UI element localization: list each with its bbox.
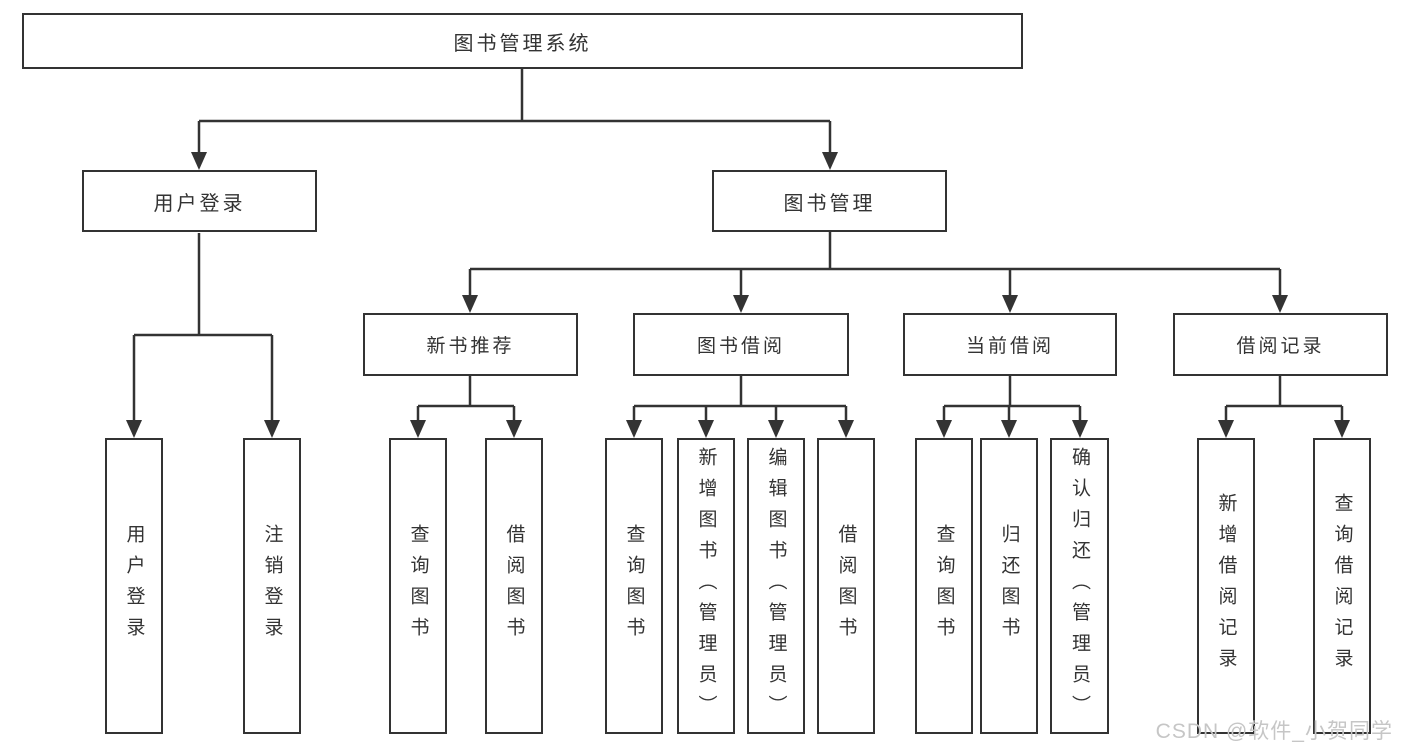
arrowhead-icon xyxy=(1272,295,1288,313)
arrowhead-icon xyxy=(1218,420,1234,438)
node-borrow-records-label: 借阅记录 xyxy=(1236,336,1325,357)
node-book-management: 图书管理 xyxy=(712,170,947,232)
leaf-borrow-books-2-label: 借阅图书 xyxy=(835,524,857,648)
leaf-add-books-admin: 新增图书（管理员） xyxy=(677,438,735,734)
leaf-query-borrow-record: 查询借阅记录 xyxy=(1313,438,1371,734)
node-book-borrow: 图书借阅 xyxy=(633,313,849,376)
arrowhead-icon xyxy=(1001,420,1017,438)
leaf-user-login-label: 用户登录 xyxy=(123,524,145,648)
node-user-login: 用户登录 xyxy=(82,170,317,232)
node-library-system: 图书管理系统 xyxy=(22,13,1023,69)
arrowhead-icon xyxy=(838,420,854,438)
node-book-borrow-label: 图书借阅 xyxy=(696,336,785,357)
arrowhead-icon xyxy=(191,152,207,170)
leaf-confirm-return-admin-label: 确认归还（管理员） xyxy=(1069,446,1090,726)
leaf-query-books-1-label: 查询图书 xyxy=(407,524,429,648)
arrowhead-icon xyxy=(462,295,478,313)
node-new-book-recommend-label: 新书推荐 xyxy=(426,336,515,357)
node-book-management-label: 图书管理 xyxy=(783,192,876,215)
arrowhead-icon xyxy=(410,420,426,438)
node-current-borrow-label: 当前借阅 xyxy=(965,336,1054,357)
leaf-query-books-3-label: 查询图书 xyxy=(933,524,955,648)
node-new-book-recommend: 新书推荐 xyxy=(363,313,578,376)
arrowhead-icon xyxy=(733,295,749,313)
arrowhead-icon xyxy=(936,420,952,438)
leaf-query-books-3: 查询图书 xyxy=(915,438,973,734)
leaf-return-books: 归还图书 xyxy=(980,438,1038,734)
arrowhead-icon xyxy=(506,420,522,438)
node-current-borrow: 当前借阅 xyxy=(903,313,1117,376)
node-library-system-label: 图书管理系统 xyxy=(453,32,592,55)
leaf-add-borrow-record-label: 新增借阅记录 xyxy=(1215,493,1237,679)
arrowhead-icon xyxy=(626,420,642,438)
leaf-borrow-books-2: 借阅图书 xyxy=(817,438,875,734)
arrowhead-icon xyxy=(768,420,784,438)
leaf-logout-label: 注销登录 xyxy=(261,524,283,648)
leaf-edit-books-admin-label: 编辑图书（管理员） xyxy=(765,446,787,726)
node-borrow-records: 借阅记录 xyxy=(1173,313,1388,376)
node-user-login-label: 用户登录 xyxy=(153,192,246,215)
leaf-query-books-2-label: 查询图书 xyxy=(623,524,645,648)
leaf-edit-books-admin: 编辑图书（管理员） xyxy=(747,438,805,734)
leaf-confirm-return-admin: 确认归还（管理员） xyxy=(1050,438,1109,734)
arrowhead-icon xyxy=(126,420,142,438)
leaf-query-books-1: 查询图书 xyxy=(389,438,447,734)
leaf-borrow-books-1-label: 借阅图书 xyxy=(503,524,525,648)
leaf-query-borrow-record-label: 查询借阅记录 xyxy=(1331,493,1353,679)
arrowhead-icon xyxy=(1072,420,1088,438)
leaf-logout: 注销登录 xyxy=(243,438,301,734)
arrowhead-icon xyxy=(1334,420,1350,438)
leaf-add-books-admin-label: 新增图书（管理员） xyxy=(695,446,717,726)
arrowhead-icon xyxy=(698,420,714,438)
arrowhead-icon xyxy=(264,420,280,438)
leaf-borrow-books-1: 借阅图书 xyxy=(485,438,543,734)
csdn-watermark: CSDN @软件_小贺同学 xyxy=(1155,720,1393,743)
arrowhead-icon xyxy=(1002,295,1018,313)
leaf-user-login: 用户登录 xyxy=(105,438,163,734)
arrowhead-icon xyxy=(822,152,838,170)
leaf-query-books-2: 查询图书 xyxy=(605,438,663,734)
leaf-return-books-label: 归还图书 xyxy=(998,524,1020,648)
leaf-add-borrow-record: 新增借阅记录 xyxy=(1197,438,1255,734)
